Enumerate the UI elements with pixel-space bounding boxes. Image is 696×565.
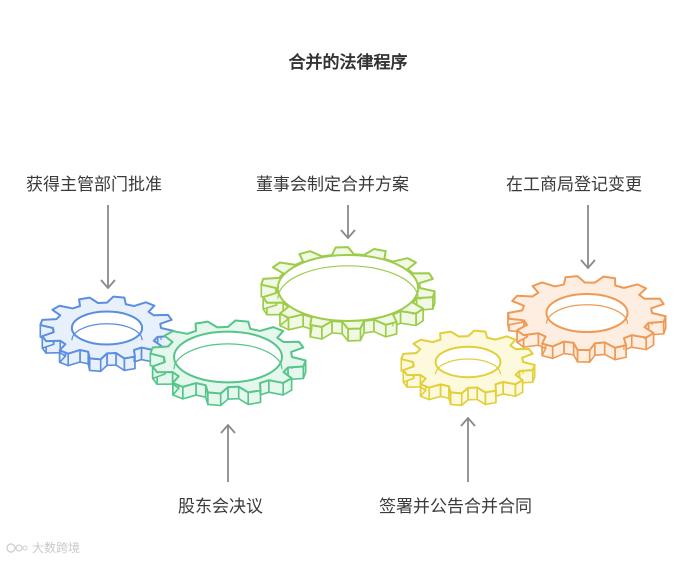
step-label-sign-announce: 签署并公告合并合同 [379, 497, 532, 517]
gear-icon [39, 295, 175, 373]
gear-icon [260, 246, 436, 342]
arrow-shareholder-resolution [220, 424, 236, 482]
gear-icon [400, 329, 536, 407]
arrow-registration [580, 205, 596, 269]
diagram-title: 合并的法律程序 [288, 53, 408, 73]
gear-icon [149, 319, 307, 407]
gear-icon [507, 275, 667, 363]
watermark: 大数跨境 [6, 539, 80, 556]
arrow-approval [100, 205, 116, 289]
step-label-board-plan: 董事会制定合并方案 [256, 175, 409, 195]
arrow-board-plan [340, 205, 356, 239]
step-label-shareholder-resolution: 股东会决议 [178, 497, 263, 517]
arrow-sign-announce [460, 417, 476, 482]
step-label-registration: 在工商局登记变更 [506, 175, 642, 195]
watermark-logo-icon [6, 542, 28, 554]
step-label-approval: 获得主管部门批准 [26, 175, 162, 195]
watermark-text: 大数跨境 [32, 541, 81, 555]
